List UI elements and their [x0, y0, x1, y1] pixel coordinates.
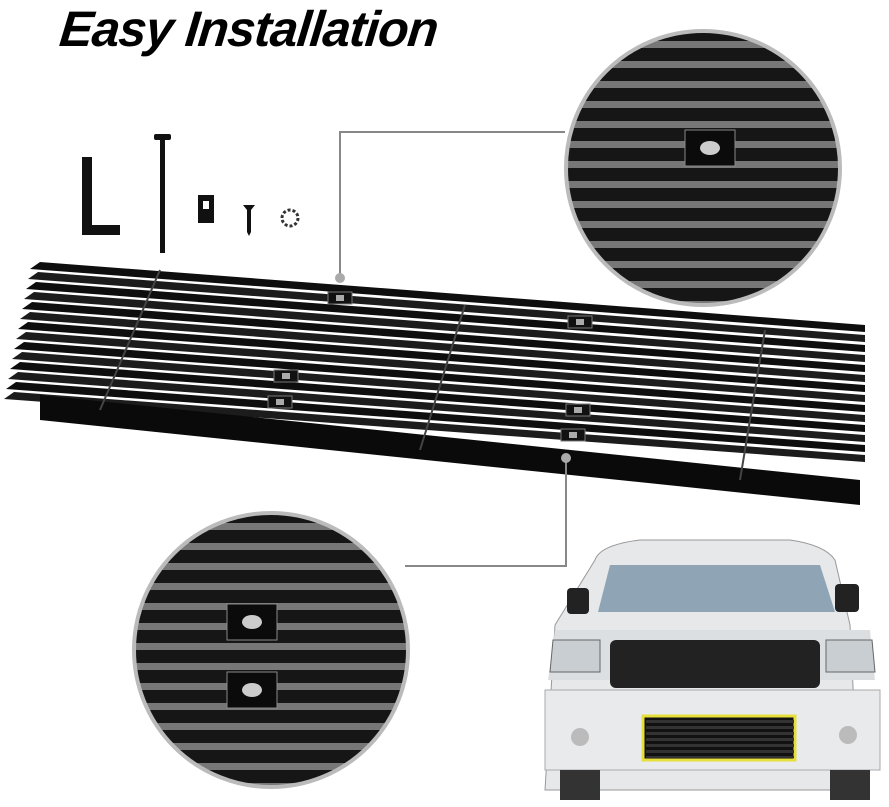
long-bolt-icon: [160, 138, 165, 253]
grille-slat: [28, 272, 865, 342]
grille-slat: [16, 332, 865, 402]
hardware-kit: [82, 134, 300, 253]
grille-slat: [12, 352, 865, 422]
callout-line-bottom: [405, 458, 567, 567]
grille-slat: [24, 292, 865, 362]
grille-slat: [22, 302, 865, 372]
screw-icon: [243, 205, 255, 236]
callout-line-top: [339, 131, 565, 278]
grille-slat: [4, 392, 865, 462]
grille-slat: [6, 382, 865, 452]
grille-slat: [18, 322, 865, 392]
grille-frame: [40, 395, 860, 505]
detail-circle-top: [566, 31, 840, 305]
grille-slat: [14, 342, 865, 412]
l-bracket-icon: [82, 157, 120, 235]
truck-front-view: [544, 539, 881, 800]
grille-slat: [20, 312, 865, 382]
grille: [4, 262, 865, 505]
grille-slat: [10, 362, 865, 432]
grille-slat: [30, 262, 865, 332]
lock-washer-icon: [280, 208, 300, 228]
grille-slat: [26, 282, 865, 352]
detail-circle-bottom: [134, 513, 408, 787]
grille-slat: [8, 372, 865, 442]
